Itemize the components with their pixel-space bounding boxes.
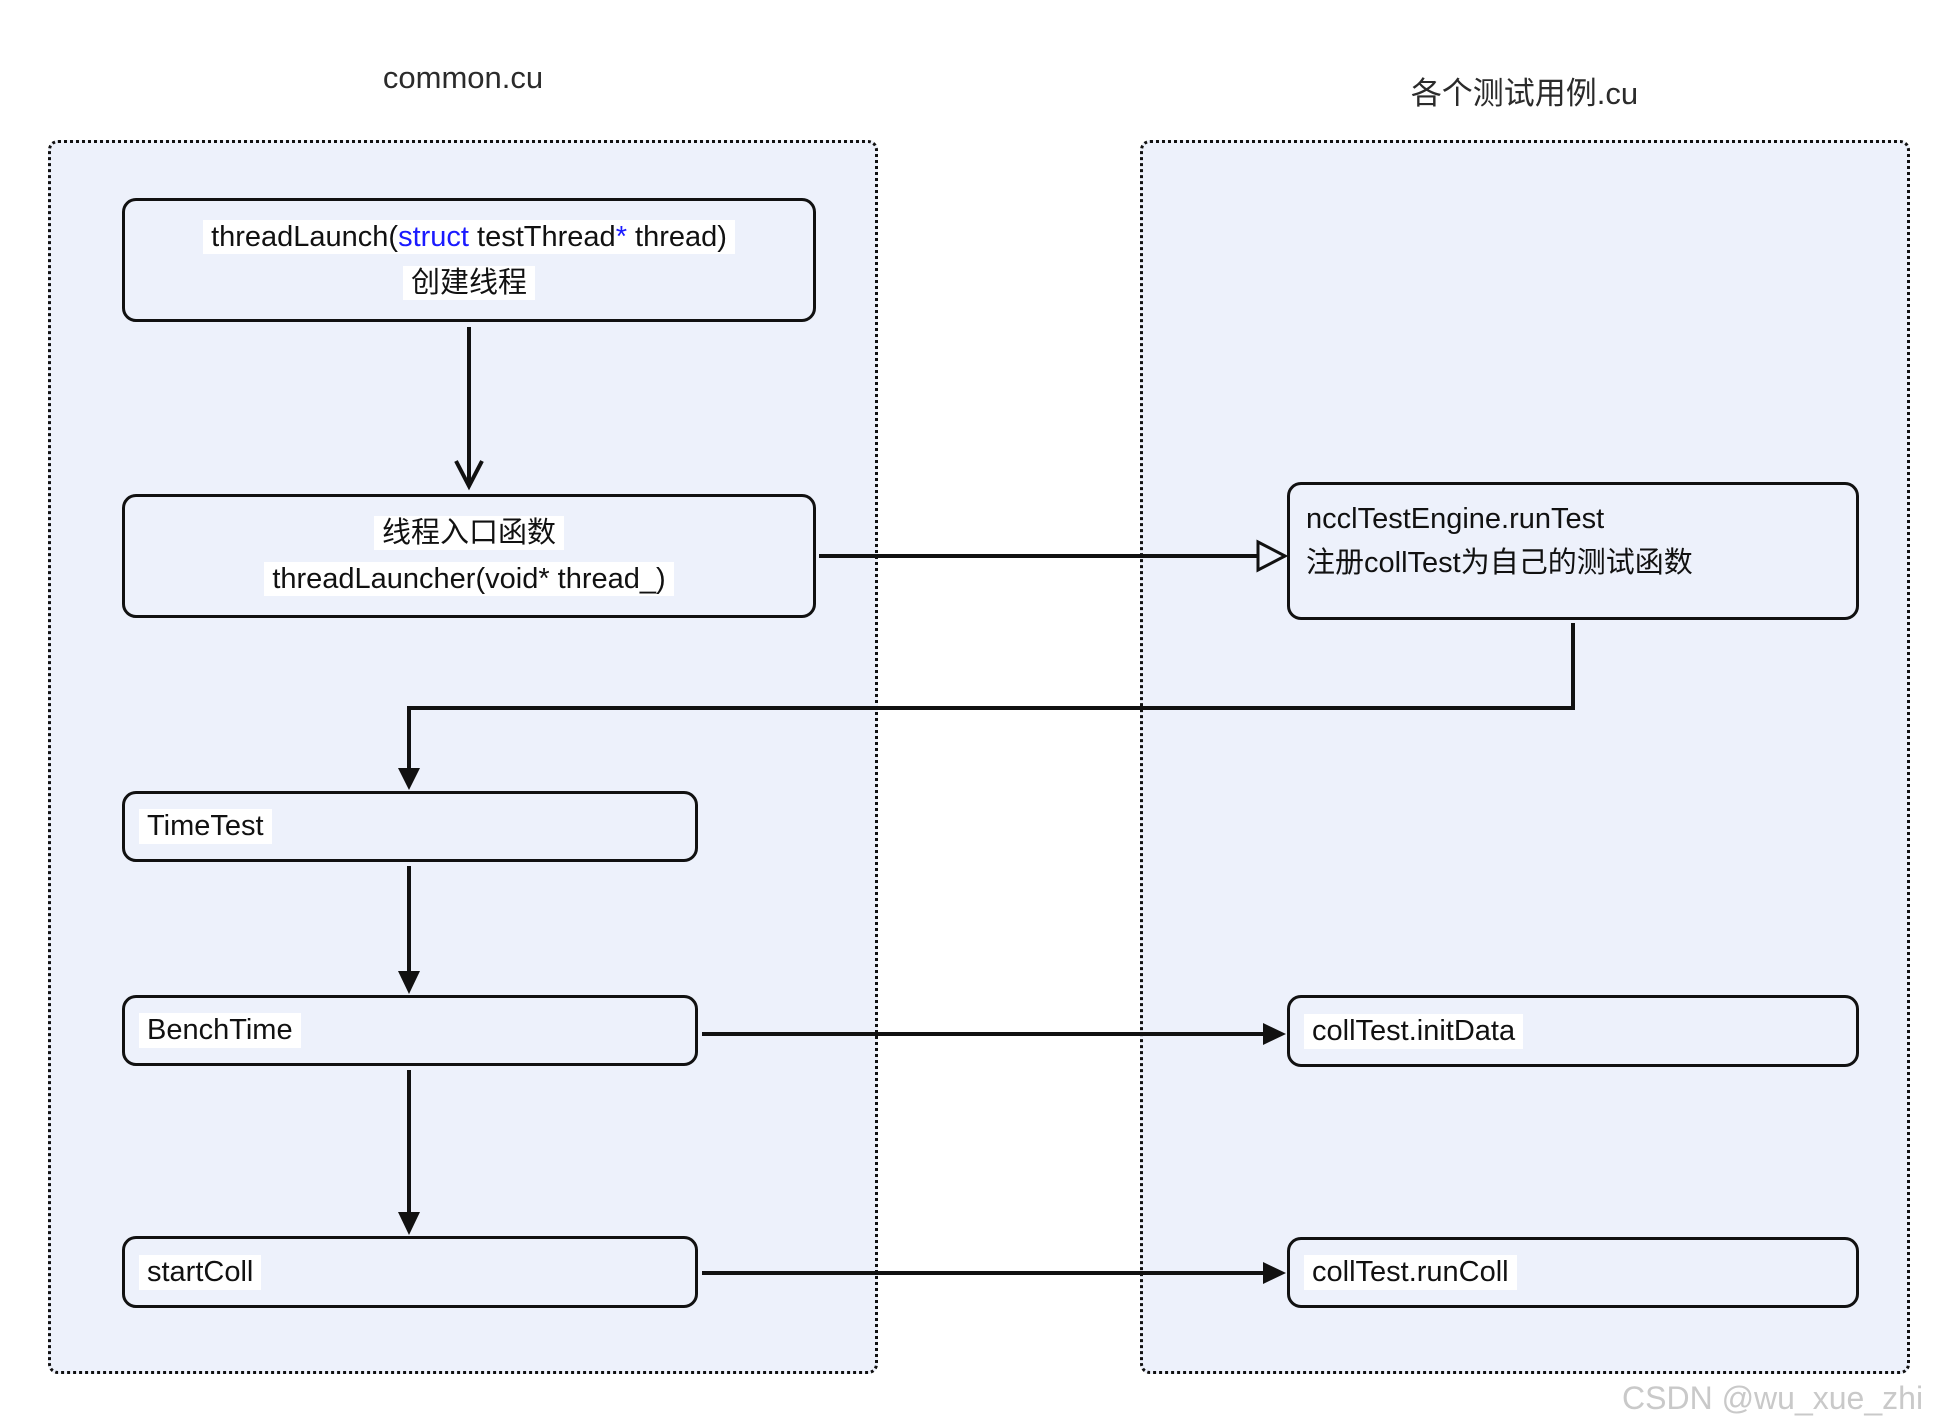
node-threadlaunch: threadLaunch(struct testThread* thread) …	[122, 198, 816, 322]
code-prefix: threadLaunch(	[211, 221, 399, 253]
runtest-title: ncclTestEngine.runTest	[1306, 503, 1605, 535]
right-file-title: 各个测试用例.cu	[1410, 76, 1639, 111]
threadlaunch-caption: 创建线程	[402, 266, 535, 300]
threadlaunch-caption-line: 创建线程	[125, 261, 813, 305]
threadlauncher-signature-line: threadLauncher(void* thread_)	[125, 557, 813, 601]
node-benchtime: BenchTime	[122, 995, 698, 1066]
testcase-cu-container	[1140, 140, 1910, 1374]
timetest-label: TimeTest	[139, 809, 272, 844]
startcoll-label: startColl	[139, 1254, 262, 1290]
left-file-title: common.cu	[382, 60, 544, 95]
node-startcoll: startColl	[122, 1236, 698, 1308]
initdata-label: collTest.initData	[1304, 1013, 1524, 1049]
threadlaunch-signature-line: threadLaunch(struct testThread* thread)	[125, 215, 813, 259]
threadlauncher-caption: 线程入口函数	[373, 516, 564, 550]
threadlauncher-signature: threadLauncher(void* thread_)	[264, 562, 674, 596]
node-runcoll: collTest.runColl	[1287, 1237, 1859, 1308]
node-timetest: TimeTest	[122, 791, 698, 862]
node-runtest: ncclTestEngine.runTest 注册collTest为自己的测试函…	[1287, 482, 1859, 620]
threadlauncher-caption-line: 线程入口函数	[125, 511, 813, 555]
threadlaunch-signature: threadLaunch(struct testThread* thread)	[203, 220, 735, 254]
benchtime-label: BenchTime	[139, 1013, 301, 1048]
code-mid: testThread	[469, 221, 616, 253]
node-initdata: collTest.initData	[1287, 995, 1859, 1067]
watermark: CSDN @wu_xue_zhi	[1622, 1380, 1924, 1416]
pointer-star: *	[615, 221, 627, 253]
common-cu-container	[48, 140, 878, 1374]
runtest-subtitle: 注册collTest为自己的测试函数	[1306, 547, 1693, 579]
runcoll-label: collTest.runColl	[1304, 1255, 1517, 1290]
node-threadlauncher: 线程入口函数 threadLauncher(void* thread_)	[122, 494, 816, 618]
code-suffix: thread)	[626, 221, 727, 253]
keyword-struct: struct	[398, 221, 469, 253]
